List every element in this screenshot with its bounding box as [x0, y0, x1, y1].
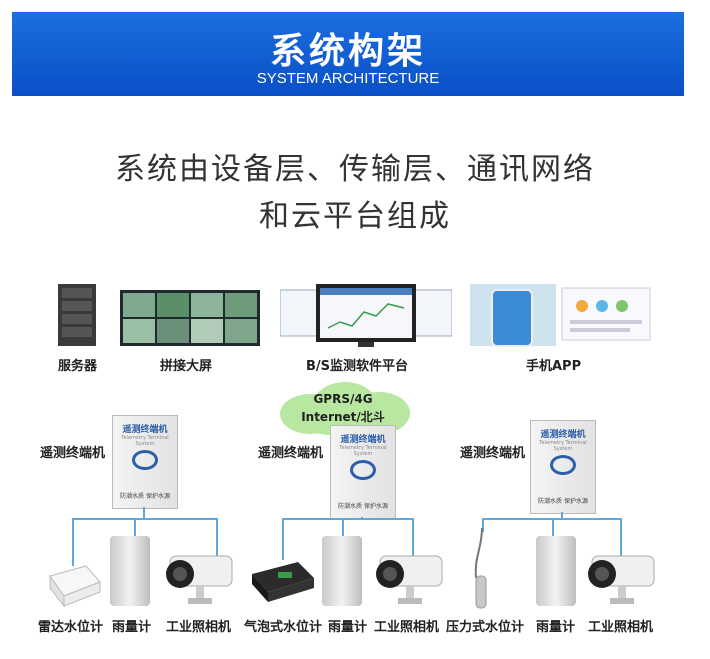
- industrial-camera-icon: [588, 555, 655, 604]
- connector: [72, 518, 218, 520]
- logo-icon: [132, 450, 158, 470]
- bubble-level-gauge-icon: [252, 562, 314, 602]
- industrial-camera-icon: [376, 555, 443, 604]
- cabinet-subtitle: Telemetry Terminal System: [121, 435, 169, 447]
- device-label: 工业照相机: [588, 620, 654, 635]
- platform-label-software: B/S监测软件平台: [306, 359, 409, 374]
- radar-level-gauge-icon: [49, 565, 101, 608]
- cabinet-footer: 防潮水质 保护水源: [338, 503, 388, 510]
- mobile-app-icon: [470, 284, 651, 347]
- connector: [282, 518, 284, 560]
- cabinet-title: 遥测终端机: [540, 430, 586, 440]
- terminal-cabinet-3: 遥测终端机 Telemetry Terminal System 防潮水质 保护水…: [530, 420, 596, 514]
- device-label: 雨量计: [536, 620, 576, 635]
- logo-icon: [350, 460, 376, 480]
- connector: [282, 518, 414, 520]
- device-label: 气泡式水位计: [244, 620, 323, 635]
- device-label: 工业照相机: [374, 620, 440, 635]
- rain-gauge-icon: [110, 536, 150, 606]
- platform-label-mobile-app: 手机APP: [526, 359, 582, 374]
- intro-line-2: 和云平台组成: [259, 199, 451, 234]
- network-label-1: GPRS/4G: [313, 392, 373, 406]
- monitor-software-icon: [280, 284, 452, 347]
- device-label: 压力式水位计: [446, 620, 525, 635]
- server-icon: [58, 284, 96, 346]
- header-banner: 系统构架 SYSTEM ARCHITECTURE: [12, 12, 684, 96]
- terminal-label-3: 遥测终端机: [460, 446, 526, 461]
- cabinet-title: 遥测终端机: [340, 435, 386, 445]
- platform-label-server: 服务器: [58, 359, 98, 374]
- cabinet-title: 遥测终端机: [122, 425, 168, 435]
- cabinet-subtitle: Telemetry Terminal System: [339, 445, 387, 457]
- connector: [412, 518, 414, 558]
- rain-gauge-icon: [536, 536, 576, 606]
- terminal-cabinet-1: 遥测终端机 Telemetry Terminal System 防潮水质 保护水…: [112, 415, 178, 509]
- connector: [620, 518, 622, 558]
- device-label: 工业照相机: [166, 620, 232, 635]
- connector: [143, 507, 145, 519]
- rain-gauge-icon: [322, 536, 362, 606]
- pressure-level-gauge-icon: [474, 528, 487, 609]
- network-label-2: Internet/北斗: [301, 410, 385, 424]
- connector: [216, 518, 218, 558]
- platform-label-video-wall: 拼接大屏: [160, 359, 213, 374]
- device-label: 雨量计: [328, 620, 368, 635]
- cabinet-footer: 防潮水质 保护水源: [120, 493, 170, 500]
- network-cloud: GPRS/4G Internet/北斗: [272, 380, 414, 438]
- cabinet-footer: 防潮水质 保护水源: [538, 498, 588, 505]
- connector: [134, 518, 136, 536]
- device-label: 雷达水位计: [38, 620, 104, 635]
- cabinet-subtitle: Telemetry Terminal System: [539, 440, 587, 452]
- connector: [561, 512, 563, 519]
- page-title: 系统构架: [269, 31, 426, 72]
- video-wall-icon: [120, 290, 260, 346]
- device-label: 雨量计: [112, 620, 152, 635]
- terminal-label-1: 遥测终端机: [40, 446, 106, 461]
- connector: [72, 518, 74, 566]
- terminal-cabinet-2: 遥测终端机 Telemetry Terminal System 防潮水质 保护水…: [330, 425, 396, 519]
- industrial-camera-icon: [166, 555, 233, 604]
- connector: [342, 518, 344, 536]
- logo-icon: [550, 455, 576, 475]
- page-subtitle: SYSTEM ARCHITECTURE: [256, 70, 440, 87]
- intro-line-1: 系统由设备层、传输层、通讯网络: [115, 152, 595, 187]
- terminal-label-2: 遥测终端机: [258, 446, 324, 461]
- connector: [482, 518, 484, 532]
- connector: [552, 518, 554, 536]
